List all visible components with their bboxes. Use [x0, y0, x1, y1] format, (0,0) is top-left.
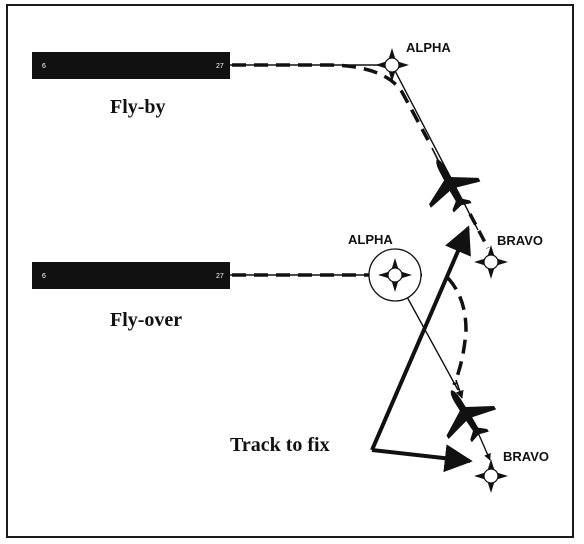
track-to-fix-arrow-right: [371, 444, 473, 473]
bottom-bravo-label: BRAVO: [503, 449, 549, 464]
flyby-label: Fly-by: [110, 96, 166, 118]
fly-by-waypoint-icon: [374, 47, 410, 83]
flyover-turn-path: [446, 276, 468, 386]
runway-top-left-number: 6: [42, 63, 46, 70]
flyby-section: 6 27 ALPHA BRAVO Fly-by: [32, 40, 543, 280]
runway-bottom: [32, 262, 230, 289]
flyby-exit-path: [468, 213, 490, 249]
fly-by-waypoint-icon: [473, 458, 509, 494]
runway-top-right-number: 27: [216, 63, 224, 70]
flyby-leg-2: [391, 64, 479, 231]
fly-by-waypoint-icon: [473, 244, 509, 280]
runway-top: [32, 52, 230, 79]
aircraft-icon: [412, 146, 488, 221]
track-to-fix-arrow-up: [370, 225, 471, 451]
flyover-arrow: [455, 379, 464, 399]
top-bravo-label: BRAVO: [497, 233, 543, 248]
flyover-section: 6 27 ALPHA BRAVO Fly-over Track to fix: [32, 225, 549, 494]
flyover-label: Fly-over: [110, 309, 182, 331]
aircraft-icon: [427, 375, 505, 452]
runway-bottom-right-number: 27: [216, 273, 224, 280]
track-to-fix-label: Track to fix: [230, 434, 330, 456]
runway-bottom-left-number: 6: [42, 273, 46, 280]
flyby-flight-path: [232, 63, 430, 141]
top-alpha-label: ALPHA: [406, 40, 451, 55]
bottom-alpha-label: ALPHA: [348, 232, 393, 247]
